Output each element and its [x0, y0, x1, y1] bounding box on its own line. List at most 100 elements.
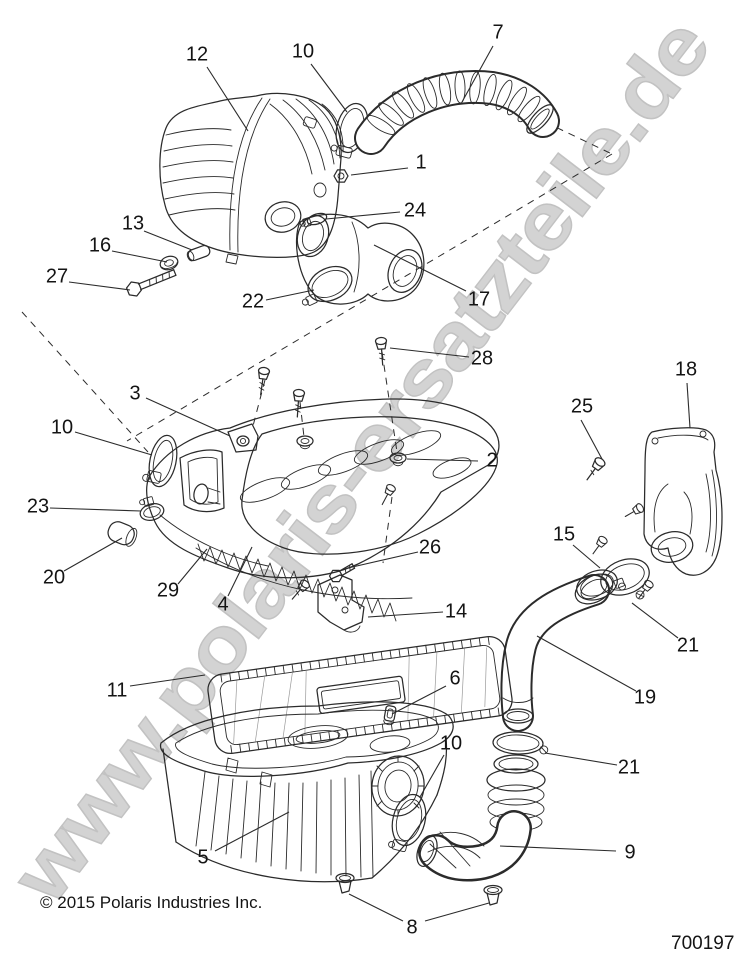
leader-line: [129, 674, 206, 687]
leader-line: [206, 66, 249, 132]
duct-screw-bottom: [592, 535, 608, 555]
part-callout-14: 14: [444, 600, 468, 623]
part-callout-26: 26: [418, 536, 442, 559]
drain-valve-8-left: [335, 872, 355, 894]
part-callout-12: 12: [185, 43, 209, 66]
part-callout-29: 29: [156, 579, 180, 602]
part-callout-23: 23: [26, 495, 50, 518]
part-callout-21: 21: [617, 756, 641, 779]
leader-line: [419, 754, 445, 798]
part-callout-16: 16: [88, 234, 112, 257]
part-callout-25: 25: [570, 395, 594, 418]
part-callout-10: 10: [50, 416, 74, 439]
leader-line: [265, 289, 315, 301]
screw-corner: [381, 484, 396, 506]
leader-line: [406, 458, 479, 462]
part-callout-11: 11: [106, 679, 128, 702]
flange-nut-1: [333, 169, 349, 183]
leader-line: [214, 811, 290, 852]
leader-line: [325, 211, 401, 220]
bolt-26: [328, 563, 356, 583]
screw-28-c: [374, 336, 388, 366]
bracket-3: [227, 423, 259, 453]
part-callout-9: 9: [624, 841, 636, 864]
leader-line: [145, 397, 231, 437]
leader-line: [391, 685, 447, 715]
leader-line: [631, 602, 679, 639]
leader-line: [348, 893, 404, 922]
part-callout-15: 15: [552, 523, 576, 546]
bolt-27: [125, 269, 177, 297]
leader-line: [310, 63, 348, 113]
leader-line: [499, 845, 617, 852]
part-callout-8: 8: [406, 916, 418, 939]
hose-clamp-22: [301, 265, 353, 306]
projection-lines: [21, 121, 613, 564]
leader-line: [68, 281, 131, 291]
ribbed-cover-4: [195, 416, 498, 622]
leader-line: [544, 752, 618, 766]
leader-line: [367, 611, 444, 618]
intake-hose-7: [354, 70, 560, 155]
part-callout-28: 28: [470, 347, 494, 370]
part-callout-10: 10: [439, 732, 463, 755]
leader-line: [461, 45, 494, 103]
part-callout-6: 6: [449, 667, 461, 690]
part-callout-5: 5: [197, 846, 209, 869]
hose-clamp-23: [139, 496, 165, 521]
part-callout-10: 10: [291, 40, 315, 63]
duct-screw-left: [624, 503, 645, 518]
airbox-base-5: [160, 701, 454, 883]
bracket-screw: [291, 579, 310, 600]
part-callout-7: 7: [492, 21, 504, 44]
air-duct-18: [643, 427, 723, 576]
copyright-text: © 2015 Polaris Industries Inc.: [40, 893, 263, 912]
grommet-2: [389, 452, 407, 467]
leader-line: [227, 546, 253, 597]
air-filter-11: [207, 635, 513, 755]
intake-tube-19: [500, 573, 614, 732]
bellows-elbow-9: [416, 754, 546, 882]
airbox-lid-29: [145, 398, 500, 579]
screw-28-b: [292, 388, 306, 418]
part-callout-13: 13: [121, 212, 145, 235]
part-callout-21: 21: [676, 634, 700, 657]
part-callout-24: 24: [403, 199, 427, 222]
leader-line: [424, 902, 490, 922]
hose-clamp-24: [299, 212, 328, 228]
leader-line: [373, 244, 467, 292]
part-callout-19: 19: [633, 686, 657, 709]
drain-valve-8-right: [483, 884, 503, 906]
leader-line: [350, 167, 409, 176]
washer-16: [159, 255, 179, 271]
leader-line: [111, 250, 168, 263]
leader-line: [536, 635, 637, 692]
bracket-14: [317, 574, 365, 633]
leader-line: [63, 537, 123, 572]
screw-25: [586, 457, 606, 481]
drawing-number: 700197: [671, 933, 735, 954]
screw-28-a: [257, 366, 271, 396]
grommet-2b: [296, 435, 314, 450]
leader-line: [686, 382, 691, 429]
part-callout-22: 22: [241, 290, 265, 313]
hose-clamp-15: [576, 569, 626, 601]
part-callout-1: 1: [415, 151, 427, 174]
leader-line: [74, 431, 153, 456]
leader-line: [347, 551, 419, 569]
hose-clamp-21-lower: [492, 731, 549, 755]
rubber-plug-20: [107, 521, 138, 547]
leader-line: [389, 347, 470, 358]
airbox-cover: [159, 92, 344, 265]
part-callout-17: 17: [467, 288, 491, 311]
part-callout-3: 3: [129, 382, 141, 405]
leader-line: [580, 419, 603, 460]
leader-line: [177, 548, 208, 585]
part-callout-20: 20: [42, 566, 66, 589]
leader-line: [572, 544, 601, 569]
leader-line: [143, 230, 193, 251]
part-callout-2: 2: [486, 449, 498, 472]
spacer-13: [186, 244, 211, 262]
